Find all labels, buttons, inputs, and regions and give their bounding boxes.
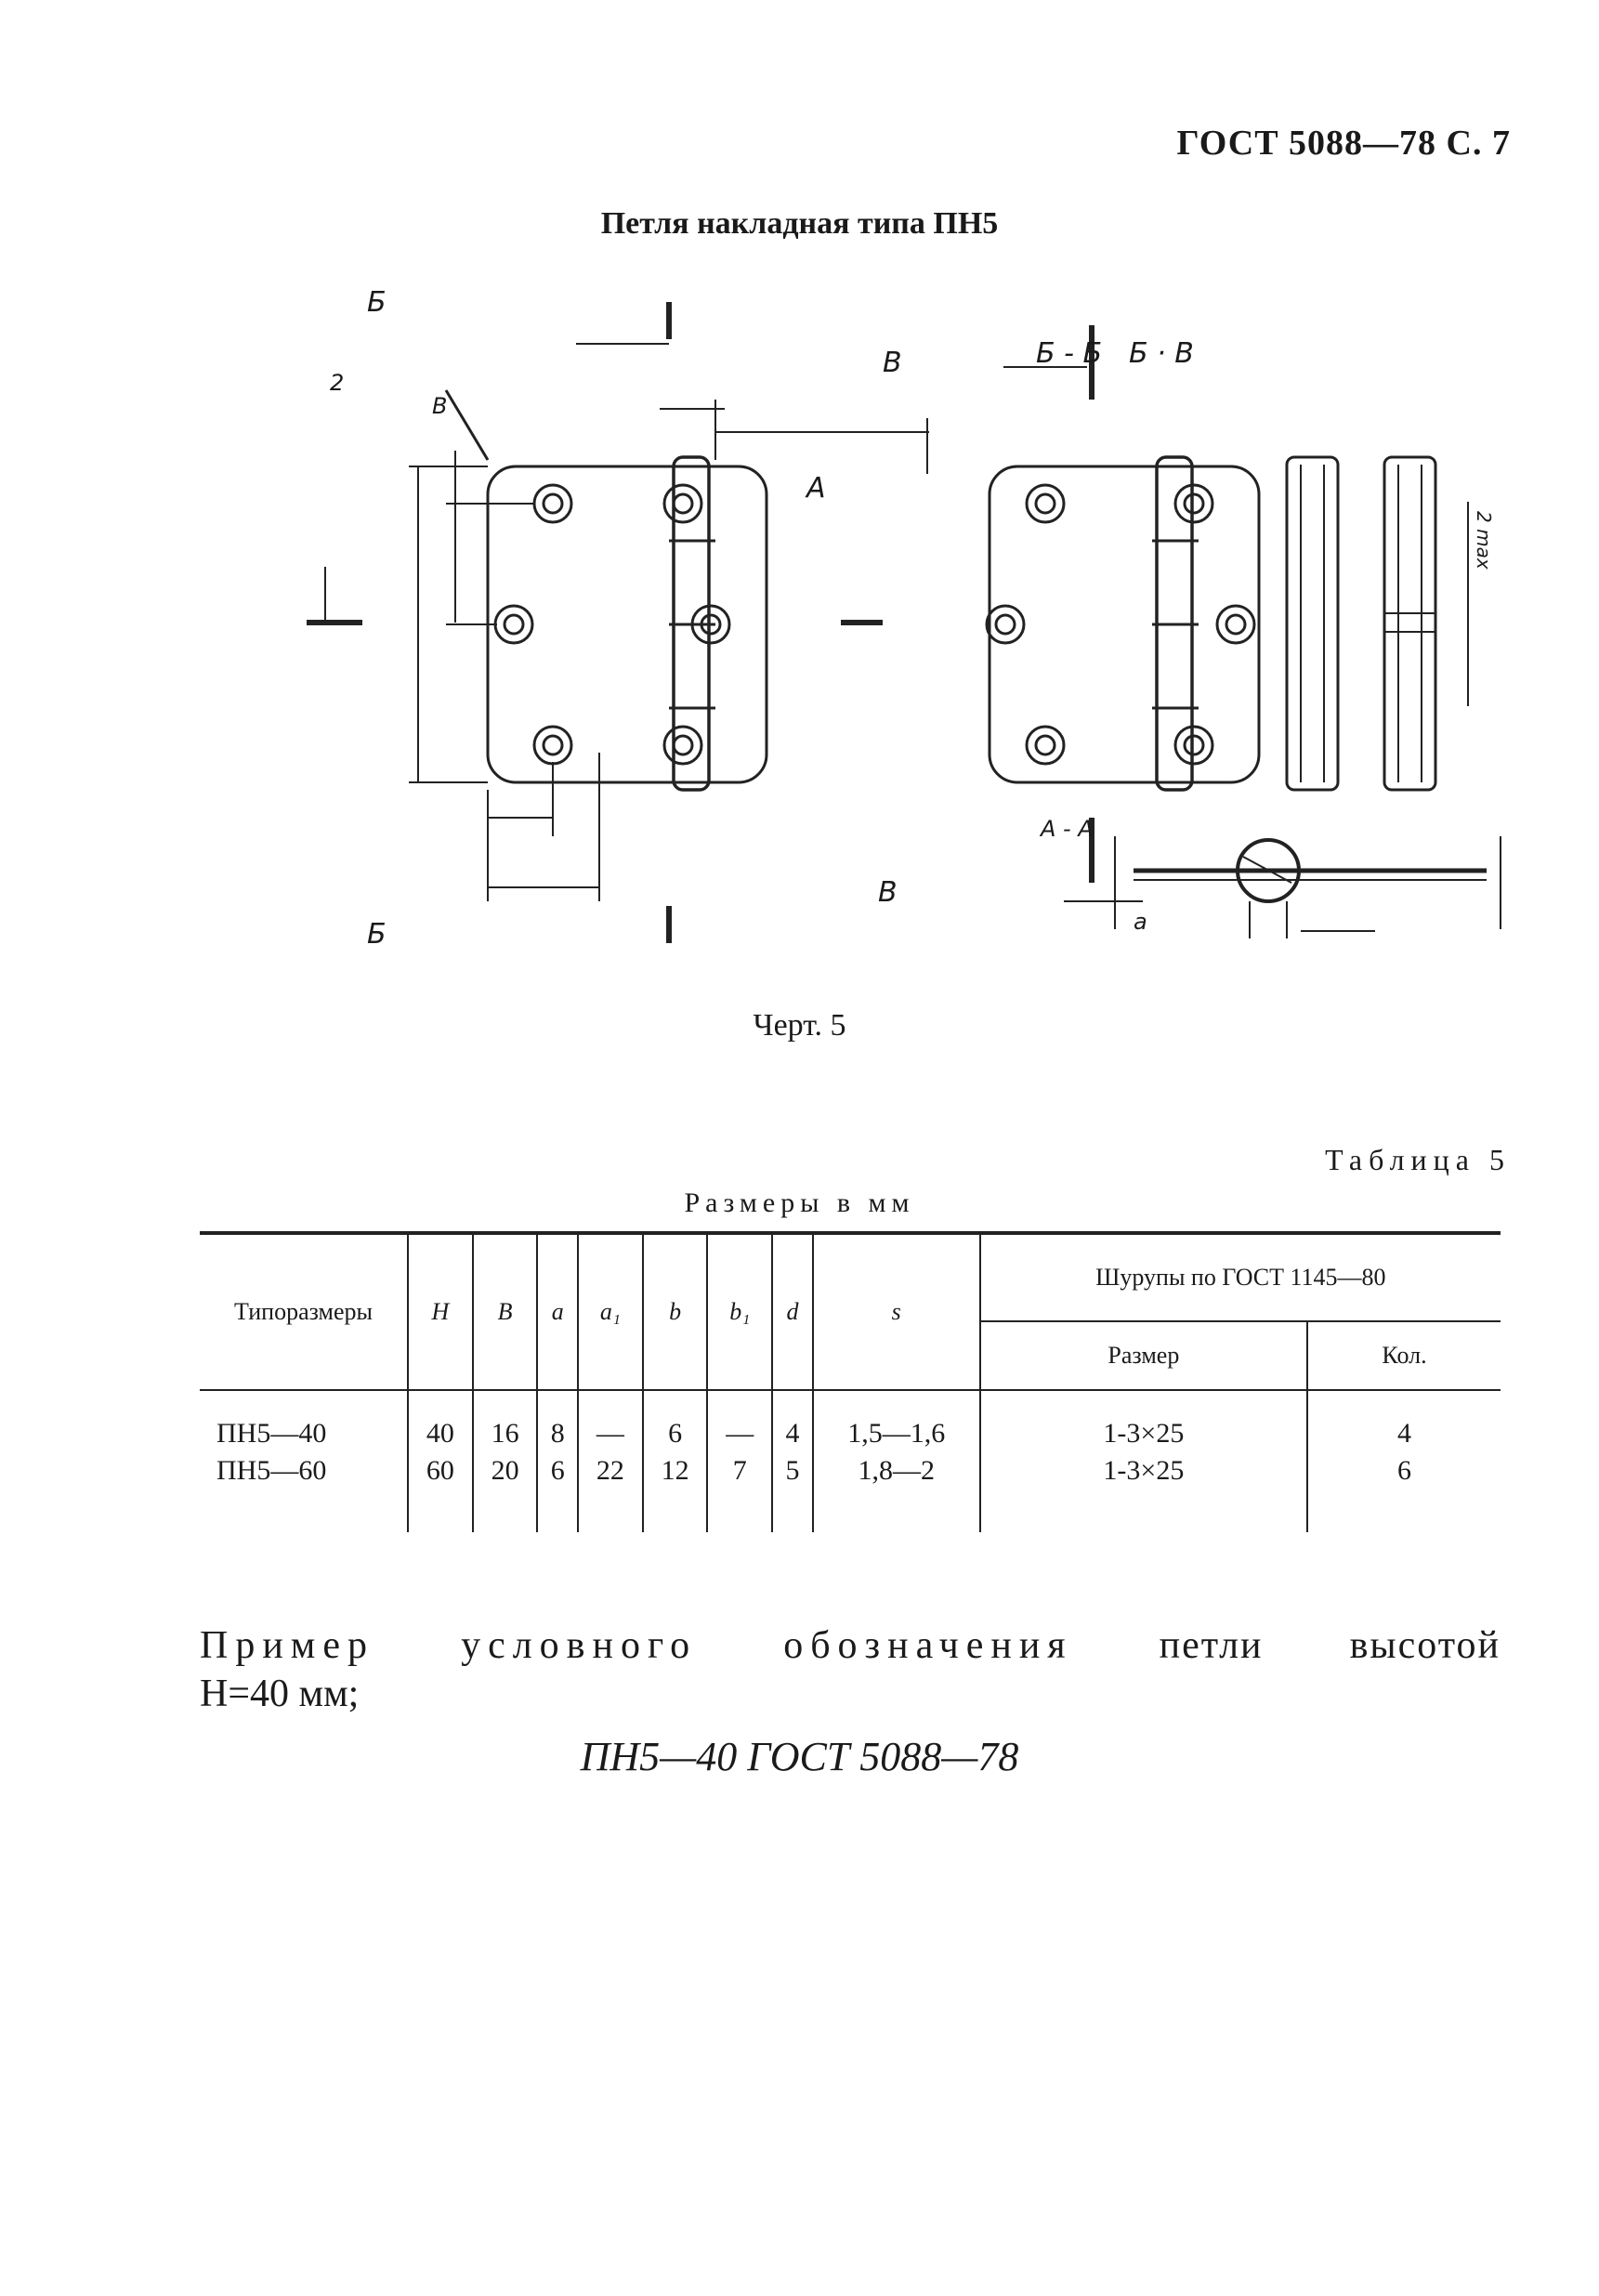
label-a-section: a — [1134, 909, 1147, 935]
col-b-big: B — [471, 1231, 538, 1391]
example-word: Пример — [200, 1624, 375, 1667]
cell-a: 6 — [536, 1452, 578, 1532]
col-b: b — [641, 1231, 708, 1391]
label-2max: 2 max — [1473, 511, 1495, 570]
label-2: 2 — [330, 370, 344, 396]
example-word: высотой — [1349, 1624, 1501, 1667]
cell-s: 1,5—1,6 — [811, 1390, 980, 1452]
cell-h: 60 — [407, 1452, 473, 1532]
col-screw-size: Размер — [978, 1320, 1308, 1391]
cell-screw-qty: 4 — [1306, 1390, 1501, 1452]
cell-screw-size: 1-3×25 — [978, 1452, 1308, 1532]
label-b-cut-bottom: Б — [367, 918, 387, 951]
example-line-2: H=40 мм; — [200, 1673, 360, 1715]
example-paragraph: Пример условного обозначения петли высот… — [200, 1621, 1501, 1718]
cell-type: ПН5—40 — [216, 1418, 327, 1449]
label-section-bv: Б · В — [1129, 337, 1194, 370]
cell-screw-size: 1-3×25 — [978, 1390, 1308, 1452]
cell-b-big: 16 — [471, 1390, 538, 1452]
label-v-cut-top: В — [883, 347, 902, 379]
cell-a: 8 — [536, 1390, 578, 1452]
table-number: Таблица 5 — [1325, 1143, 1511, 1176]
label-big-b: В — [432, 393, 447, 419]
table-row: ПН5—40 40 16 8 — 6 — 4 1,5—1,6 1-3×25 4 — [200, 1390, 1501, 1452]
figure-caption: Черт. 5 — [753, 1008, 846, 1043]
screw-holes-middle — [985, 483, 1256, 766]
cell-screw-qty: 6 — [1306, 1452, 1501, 1532]
col-a1: a₁ — [577, 1231, 643, 1391]
cell-b1: 7 — [706, 1452, 773, 1532]
col-s: s — [811, 1231, 980, 1391]
cell-d: 5 — [771, 1452, 813, 1532]
hinge-drawing: Б Б В В А А R6 1 2 В a a₁ H b₁ b Б - Б Б… — [307, 288, 1501, 951]
col-a: a — [536, 1231, 578, 1391]
cell-a1: — — [577, 1390, 643, 1452]
col-d: d — [771, 1231, 813, 1391]
hinge-plate-middle — [988, 465, 1261, 784]
col-type: Типоразмеры — [200, 1231, 408, 1391]
dimensions-table: Типоразмеры H B a a₁ b b₁ d s Шурупы по … — [200, 1231, 1501, 1532]
cell-h: 40 — [407, 1390, 473, 1452]
screw-holes-left — [493, 483, 731, 766]
example-word: петли — [1159, 1624, 1264, 1667]
label-v-cut-bottom: В — [878, 876, 898, 909]
col-h: H — [407, 1231, 473, 1391]
example-word: обозначения — [783, 1624, 1073, 1667]
cell-type: ПН5—60 — [216, 1455, 327, 1486]
col-screws: Шурупы по ГОСТ 1145—80 — [978, 1231, 1501, 1321]
label-section-aa: А - А — [1039, 816, 1094, 842]
col-screw-qty: Кол. — [1306, 1320, 1501, 1391]
figure-title: Петля накладная типа ПН5 — [600, 206, 999, 241]
col-b1: b₁ — [706, 1231, 773, 1391]
cell-b-big: 20 — [471, 1452, 538, 1532]
table-units: Размеры в мм — [684, 1187, 915, 1218]
example-word: условного — [461, 1624, 698, 1667]
cell-s: 1,8—2 — [811, 1452, 980, 1532]
cell-b: 6 — [641, 1390, 708, 1452]
label-a-cut-right: А — [805, 472, 826, 505]
section-bv — [1383, 455, 1437, 792]
hinge-plate-left — [486, 465, 768, 784]
label-section-bb: Б - Б — [1036, 337, 1102, 370]
cell-b1: — — [706, 1390, 773, 1452]
cell-d: 4 — [771, 1390, 813, 1452]
section-bb — [1285, 455, 1340, 792]
page-header: ГОСТ 5088—78 С. 7 — [1176, 124, 1511, 163]
designation: ПН5—40 ГОСТ 5088—78 — [580, 1734, 1019, 1779]
cell-b: 12 — [641, 1452, 708, 1532]
table-row: ПН5—60 60 20 6 22 12 7 5 1,8—2 1-3×25 6 — [200, 1452, 1501, 1532]
example-line-1: Пример условного обозначения петли высот… — [200, 1621, 1501, 1670]
label-b-cut-top: Б — [367, 288, 387, 319]
cell-a1: 22 — [577, 1452, 643, 1532]
